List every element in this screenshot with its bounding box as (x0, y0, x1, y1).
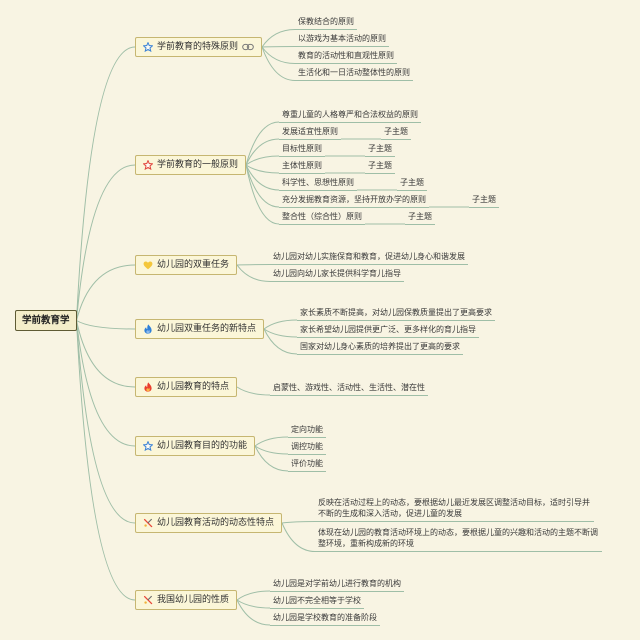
connector (263, 328, 298, 338)
topic-activity-dynamic-features[interactable]: 幼儿园教育活动的动态性特点 (135, 513, 283, 533)
connector (76, 320, 136, 447)
placeholder-subtopic[interactable]: 子主题 (469, 194, 500, 208)
branch-item[interactable]: 保教结合的原则 (295, 16, 358, 30)
topic-special-principles[interactable]: 学前教育的特殊原则 (135, 37, 263, 57)
connector (261, 46, 296, 64)
connector (245, 164, 280, 208)
branch-item[interactable]: 家长素质不断提高，对幼儿园保教质量提出了更高要求 (297, 307, 496, 321)
branch-item[interactable]: 主体性原则 (279, 160, 326, 174)
connector (76, 46, 136, 321)
placeholder-subtopic[interactable]: 子主题 (365, 143, 396, 157)
heart-icon (143, 260, 153, 270)
branch-item[interactable]: 以游戏为基本活动的原则 (295, 33, 390, 47)
connector (254, 445, 289, 472)
connector (236, 386, 271, 396)
branch-item[interactable]: 发展适宜性原则 (279, 126, 342, 140)
connector (245, 121, 280, 166)
connector (261, 46, 296, 48)
topic-kindergarten-education-features[interactable]: 幼儿园教育的特点 (135, 377, 238, 397)
star-icon (143, 160, 153, 170)
branch-item[interactable]: 家长希望幼儿园提供更广泛、更多样化的育儿指导 (297, 324, 480, 338)
placeholder-subtopic[interactable]: 子主题 (397, 177, 428, 191)
connector (76, 264, 136, 321)
connector (281, 521, 316, 524)
topic-label: 学前教育的一般原则 (157, 160, 239, 170)
branch-item[interactable]: 体现在幼儿园的教育活动环境上的动态，要根据儿童的兴趣和活动的主题不断调整环境，重… (315, 527, 603, 552)
branch-item[interactable]: 幼儿园是对学前幼儿进行教育的机构 (270, 578, 405, 592)
branch-item[interactable]: 调控功能 (288, 441, 327, 455)
branch-item[interactable]: 国家对幼儿身心素质的培养提出了更高的要求 (297, 341, 464, 355)
branch-item[interactable]: 定向功能 (288, 424, 327, 438)
connector (76, 320, 136, 601)
branch-item[interactable]: 整合性（综合性）原则 (279, 211, 366, 225)
topic-kindergarten-nature[interactable]: 我国幼儿园的性质 (135, 590, 238, 610)
connector (236, 590, 271, 601)
connector (236, 599, 271, 626)
connector (245, 164, 280, 225)
placeholder-subtopic[interactable]: 子主题 (365, 160, 396, 174)
tools-icon (143, 518, 153, 528)
root-topic[interactable]: 学前教育学 (15, 310, 77, 331)
connector (261, 29, 296, 48)
topic-label: 幼儿园教育活动的动态性特点 (157, 518, 275, 528)
topic-education-goal-functions[interactable]: 幼儿园教育目的的功能 (135, 436, 256, 456)
branch-item[interactable]: 教育的活动性和直观性原则 (295, 50, 398, 64)
connector (263, 319, 298, 330)
topic-label: 幼儿园教育的特点 (157, 382, 230, 392)
flame-icon (143, 382, 153, 392)
connector (263, 328, 298, 355)
topic-label: 幼儿园教育目的的功能 (157, 441, 248, 451)
topic-general-principles[interactable]: 学前教育的一般原则 (135, 155, 247, 175)
connector (236, 599, 271, 609)
branch-item[interactable]: 幼儿园不完全相等于学校 (270, 595, 365, 609)
branch-item[interactable]: 科学性、思想性原则 (279, 177, 358, 191)
branch-item[interactable]: 目标性原则 (279, 143, 326, 157)
connector (245, 164, 280, 191)
connector (76, 320, 136, 524)
connector (236, 264, 271, 266)
topic-label: 幼儿园双重任务的新特点 (157, 324, 257, 334)
connector (254, 445, 289, 455)
placeholder-subtopic[interactable]: 子主题 (405, 211, 436, 225)
branch-item[interactable]: 尊重儿童的人格尊严和合法权益的原则 (279, 109, 422, 123)
branch-item[interactable]: 幼儿园是学校教育的准备阶段 (270, 612, 381, 626)
connector (254, 436, 289, 447)
connector (76, 320, 136, 388)
connector (76, 320, 136, 330)
flame-icon (143, 324, 153, 334)
branch-item[interactable]: 反映在活动过程上的动态，要根据幼儿最近发展区调整活动目标，适时引导并不断的生成和… (315, 497, 595, 522)
topic-dual-tasks-new-features[interactable]: 幼儿园双重任务的新特点 (135, 319, 265, 339)
connector (236, 264, 271, 282)
branch-item[interactable]: 启蒙性、游戏性、活动性、生活性、潜在性 (270, 382, 429, 396)
branch-item[interactable]: 充分发掘教育资源，坚持开放办学的原则 (279, 194, 430, 208)
topic-label: 我国幼儿园的性质 (157, 595, 230, 605)
branch-item[interactable]: 生活化和一日活动整体性的原则 (295, 67, 414, 81)
connector (261, 46, 296, 81)
connector (245, 164, 280, 174)
connector (281, 522, 316, 552)
topic-label: 学前教育的特殊原则 (157, 42, 239, 52)
branch-item[interactable]: 幼儿园对幼儿实施保育和教育，促进幼儿身心和谐发展 (270, 251, 469, 265)
topic-dual-tasks[interactable]: 幼儿园的双重任务 (135, 255, 238, 275)
star-icon (143, 42, 153, 52)
connector (76, 164, 136, 321)
topic-label: 幼儿园的双重任务 (157, 260, 230, 270)
connector (245, 155, 280, 166)
star-icon (143, 441, 153, 451)
branch-item[interactable]: 评价功能 (288, 458, 327, 472)
link-icon[interactable] (242, 42, 254, 52)
connector (245, 138, 280, 166)
branch-item[interactable]: 幼儿园向幼儿家长提供科学育儿指导 (270, 268, 405, 282)
placeholder-subtopic[interactable]: 子主题 (381, 126, 412, 140)
tools-icon (143, 595, 153, 605)
